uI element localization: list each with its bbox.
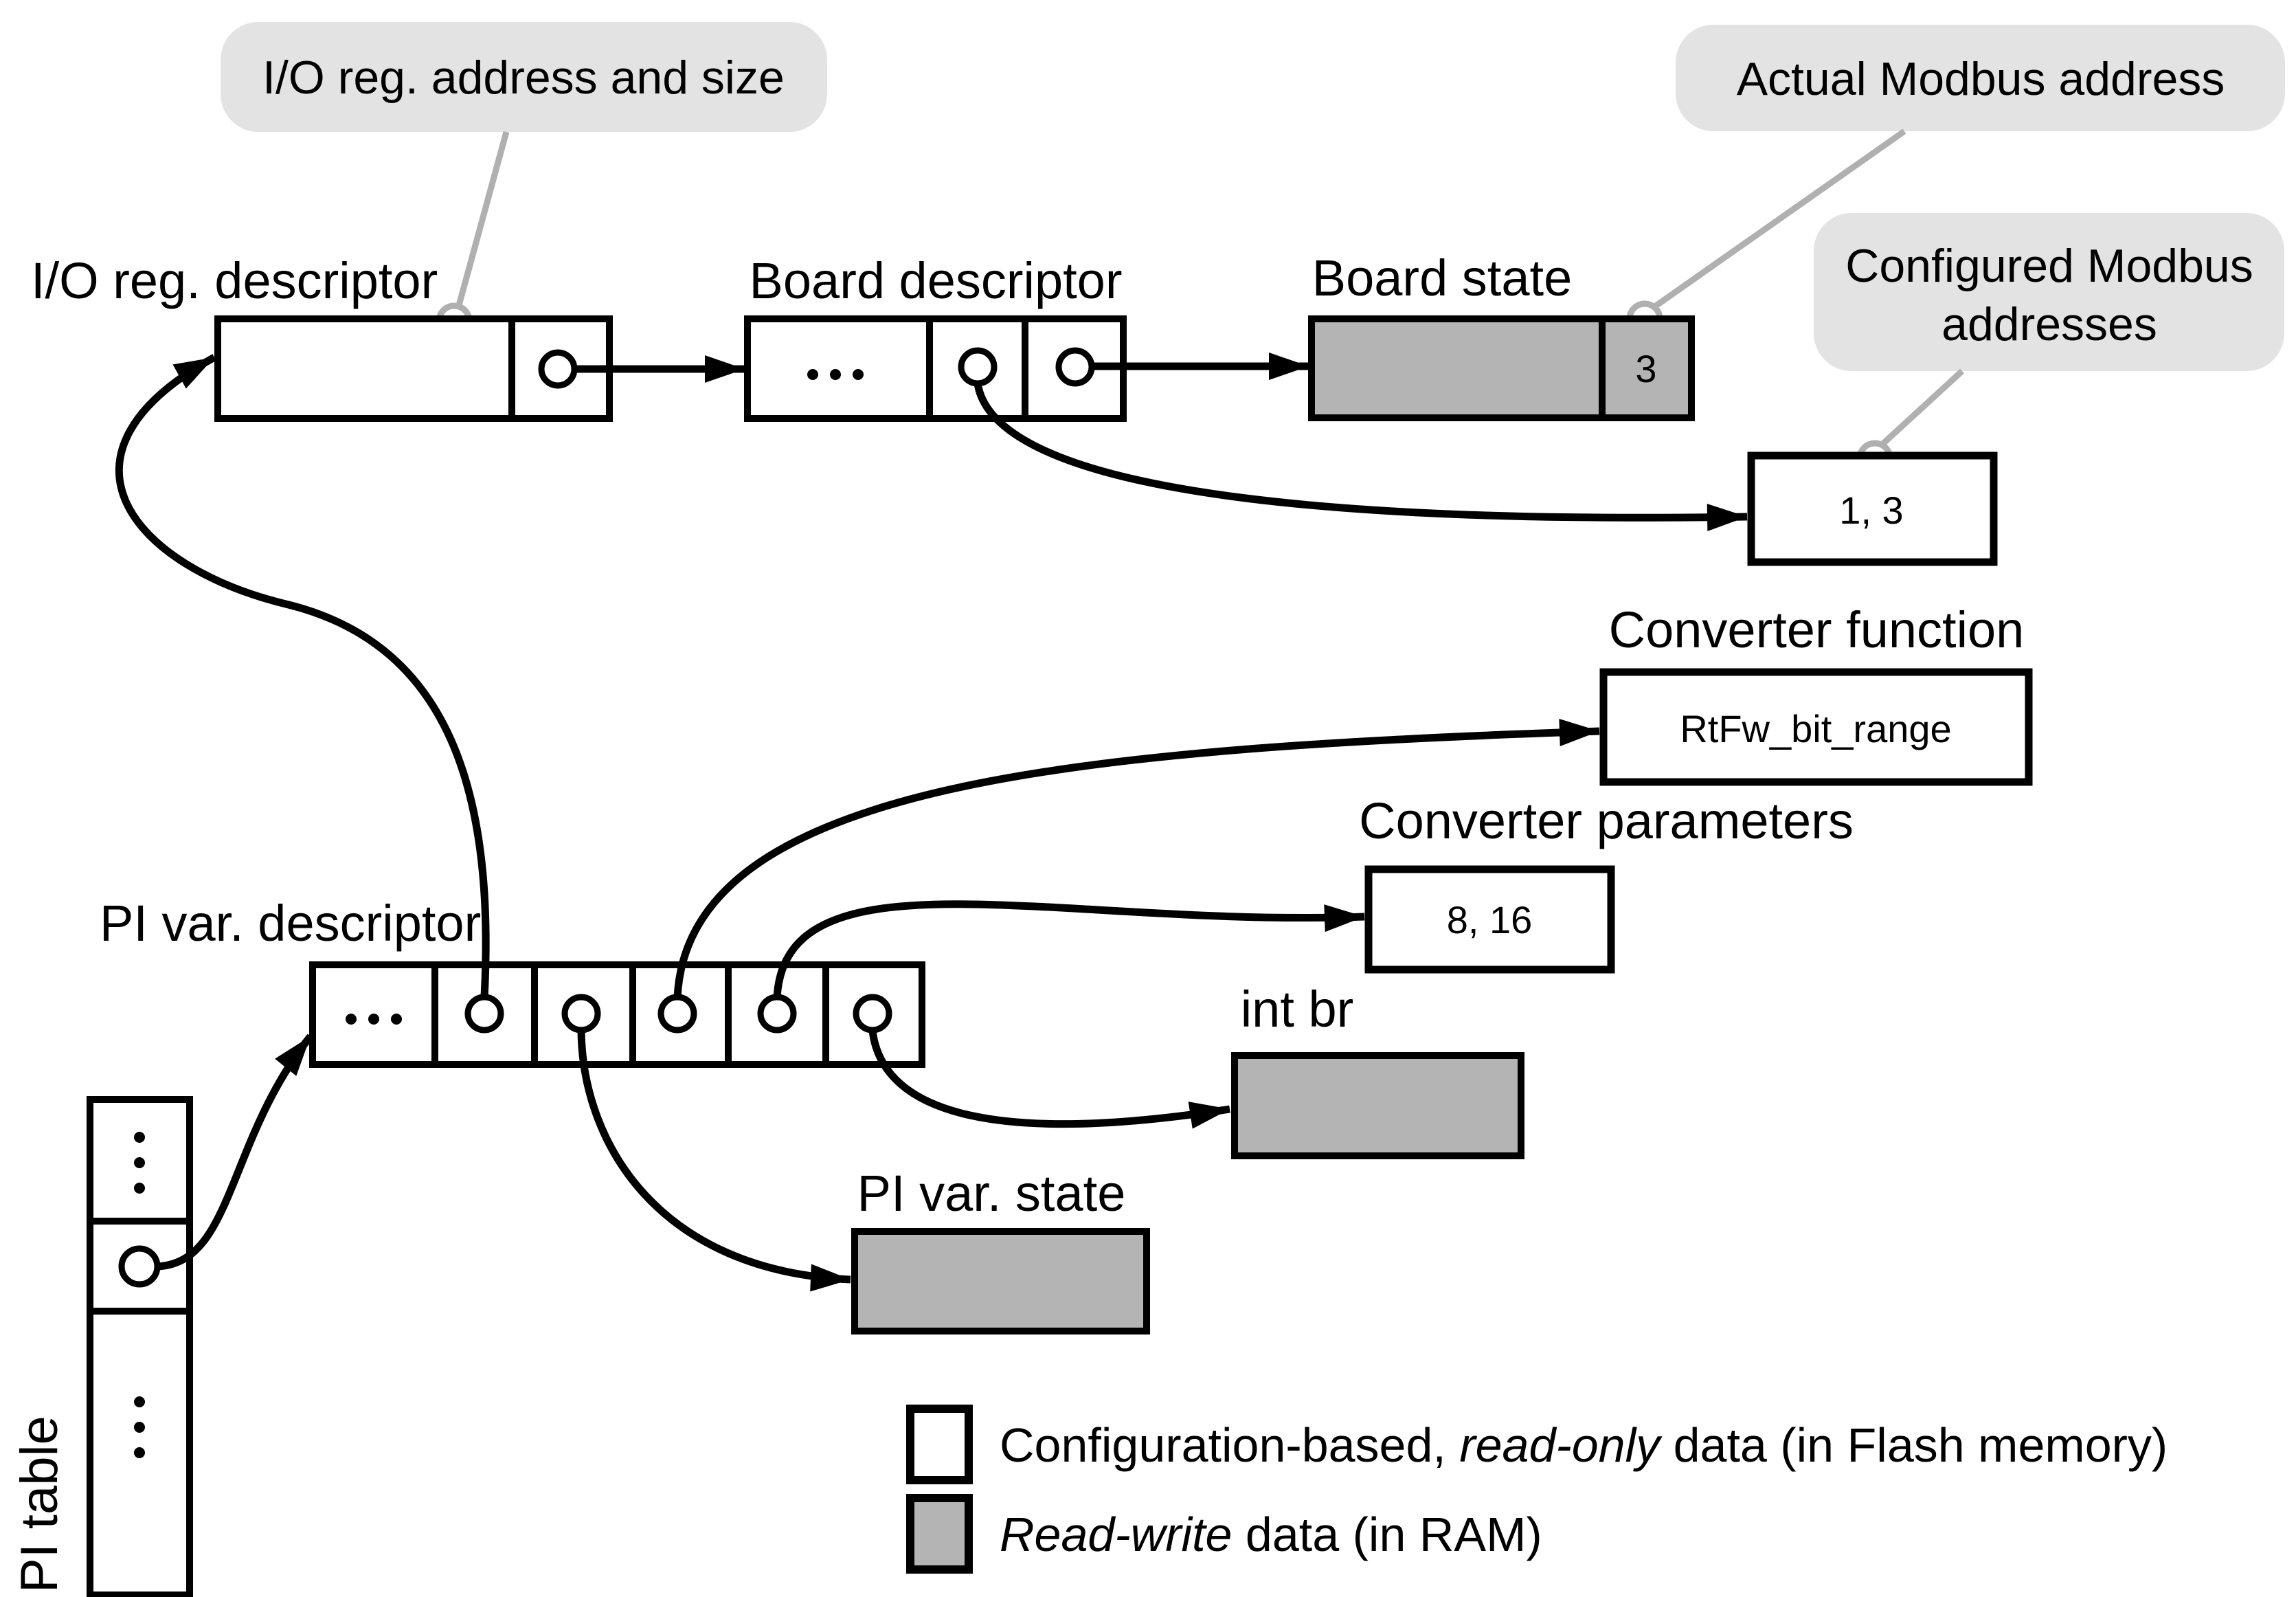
board-state-value: 3 — [1635, 347, 1656, 390]
pointer-origin-dot — [757, 994, 797, 1034]
pi-table-column — [87, 1096, 193, 1597]
pi-var-descriptor-box — [309, 961, 925, 1068]
callout-configured-modbus-text-line2: addresses — [1942, 298, 2157, 350]
pi-table-ellipsis-top — [134, 1132, 145, 1194]
callout-configured-modbus-text-line1: Configured Modbus — [1845, 240, 2253, 292]
callout-bubble — [1676, 25, 2285, 131]
board-descriptor-ellipsis — [807, 369, 864, 380]
converter-function-name: RtFw_bit_range — [1680, 707, 1951, 750]
io-reg-descriptor-box — [214, 315, 613, 422]
leader-line — [1649, 129, 1906, 312]
pointer-origin-dot — [118, 1245, 161, 1288]
legend-flash-text: Configuration-based, read-only data (in … — [1000, 1418, 2168, 1472]
arrow-board-descriptor-to-configured-addresses — [973, 383, 1748, 531]
callout-bubble — [221, 22, 827, 132]
pointer-origin-dot — [958, 347, 998, 387]
io-reg-descriptor-label: I/O reg. descriptor — [31, 252, 438, 309]
arrow-pi-var-to-pi-var-state — [577, 1030, 851, 1292]
pi-var-state-box — [851, 1228, 1150, 1334]
board-descriptor-box — [744, 315, 1127, 422]
legend-ram-swatch — [906, 1494, 973, 1574]
arrow-pi-var-to-converter-parameters — [773, 900, 1365, 998]
pointer-origin-dot — [657, 994, 697, 1034]
callout-actual-modbus-address: Actual Modbus address — [1626, 25, 2285, 337]
int-br-label: int br — [1241, 981, 1354, 1038]
converter-function-box — [1599, 668, 2033, 786]
callout-configured-modbus-addresses: Configured Modbus addresses — [1814, 213, 2284, 477]
arrow-pi-var-to-int-br — [868, 1030, 1230, 1129]
board-state-label: Board state — [1312, 249, 1572, 306]
pointer-origin-dot — [538, 349, 578, 389]
board-descriptor-label: Board descriptor — [750, 252, 1123, 309]
callout-actual-modbus-text: Actual Modbus address — [1737, 53, 2225, 105]
legend-flash-swatch — [906, 1405, 973, 1484]
pi-var-descriptor-label: PI var. descriptor — [100, 895, 481, 952]
leader-line — [455, 131, 510, 309]
pi-table-label: PI table — [10, 1416, 69, 1593]
arrow-pi-table-to-pi-var-descriptor — [157, 1034, 314, 1271]
converter-parameters-value: 8, 16 — [1447, 898, 1533, 941]
callout-io-reg-address: I/O reg. address and size — [221, 22, 827, 339]
legend: Configuration-based, read-only data (in … — [906, 1405, 2168, 1574]
pi-var-state-label: PI var. state — [857, 1165, 1126, 1222]
pi-var-descriptor-cells — [309, 961, 925, 1068]
pointer-origin-dot — [1055, 347, 1095, 387]
callout-io-reg-address-text: I/O reg. address and size — [262, 52, 785, 104]
int-br-box — [1231, 1052, 1524, 1159]
pi-var-descriptor-ellipsis — [346, 1014, 402, 1025]
legend-ram-text: Read-write data (in RAM) — [1000, 1508, 1542, 1561]
converter-parameters-box — [1364, 865, 1615, 974]
pointer-arrows — [115, 353, 1748, 1292]
pointer-origin-dot — [464, 994, 504, 1034]
configured-addresses-value: 1, 3 — [1839, 489, 1903, 532]
converter-parameters-label: Converter parameters — [1359, 792, 1854, 849]
converter-function-label: Converter function — [1609, 601, 2025, 658]
callout-bubble — [1814, 213, 2284, 371]
arrow-pi-var-to-converter-function — [673, 718, 1600, 998]
board-state-box — [1308, 315, 1695, 421]
arrow-pi-var-to-io-reg-descriptor — [115, 354, 490, 998]
configured-addresses-box — [1747, 451, 1998, 566]
pointer-origin-dot — [853, 994, 892, 1034]
leader-line — [1877, 368, 1965, 449]
pointer-origin-dot — [561, 994, 601, 1034]
pi-table-box — [87, 1096, 193, 1597]
board-state-ram-cell — [1308, 315, 1695, 421]
pi-table-ellipsis-bottom — [134, 1396, 145, 1458]
